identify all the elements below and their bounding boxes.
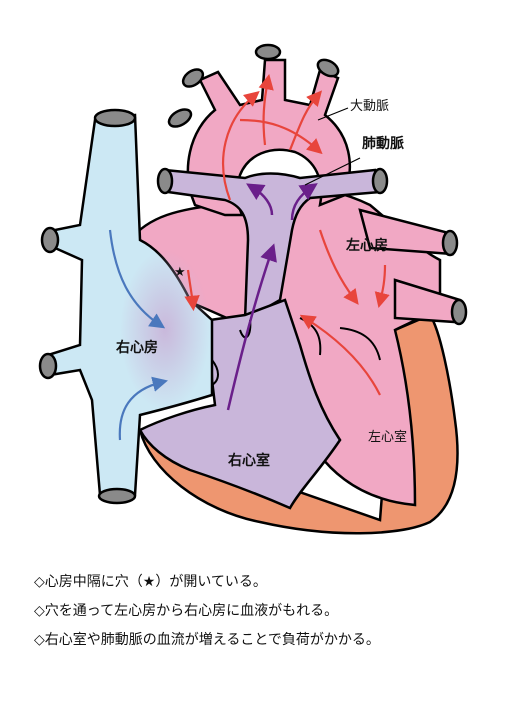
purple-flow-arrows <box>226 183 318 411</box>
label-left-ventricle: 左心室 <box>368 429 407 445</box>
aorta-branch-3-end <box>316 58 340 78</box>
pulmonary-artery-leader-line <box>304 157 361 186</box>
pulmonary-vein-upper-end <box>441 229 459 257</box>
label-pulmonary-artery: 肺動脈 <box>362 135 404 152</box>
pulmonary-artery-right-end <box>371 167 389 195</box>
vein-left-lower-end <box>38 352 58 380</box>
pulmonary-vein-lower-end <box>450 298 468 326</box>
pulmonary-artery-left-end <box>156 167 174 195</box>
svc-top-right-end <box>167 108 193 128</box>
aorta-leader-line <box>317 107 349 121</box>
heart-diagram: ★ 大動脈 肺動脈 左心房 右心房 左心室 右心室 <box>38 43 468 535</box>
note-item: ◇右心室や肺動脈の血流が増えることで負荷がかかる。 <box>34 632 380 648</box>
vein-left-upper-end <box>40 226 60 254</box>
star-marker: ★ <box>174 265 186 280</box>
label-right-ventricle: 右心室 <box>227 452 270 469</box>
aorta-branch-1-end <box>181 68 205 88</box>
right-ventricle <box>138 298 342 510</box>
blue-flow-arrows <box>108 229 168 441</box>
atrial-shunt-glow <box>120 250 210 410</box>
svc-top-end <box>93 108 137 128</box>
ivc-bottom-end <box>97 487 137 505</box>
note-item: ◇穴を通って左心房から右心房に血液がもれる。 <box>34 603 339 619</box>
aorta-branch-2-end <box>254 43 282 61</box>
label-right-atrium: 右心房 <box>115 339 158 356</box>
red-flow-arrows <box>184 73 390 396</box>
label-aorta: 大動脈 <box>350 99 389 114</box>
notes-list: ◇心房中隔に穴（★）が開いている。 ◇穴を通って左心房から右心房に血液がもれる。… <box>34 568 504 655</box>
label-left-atrium: 左心房 <box>345 237 388 254</box>
note-item: ◇心房中隔に穴（★）が開いている。 <box>34 574 267 590</box>
